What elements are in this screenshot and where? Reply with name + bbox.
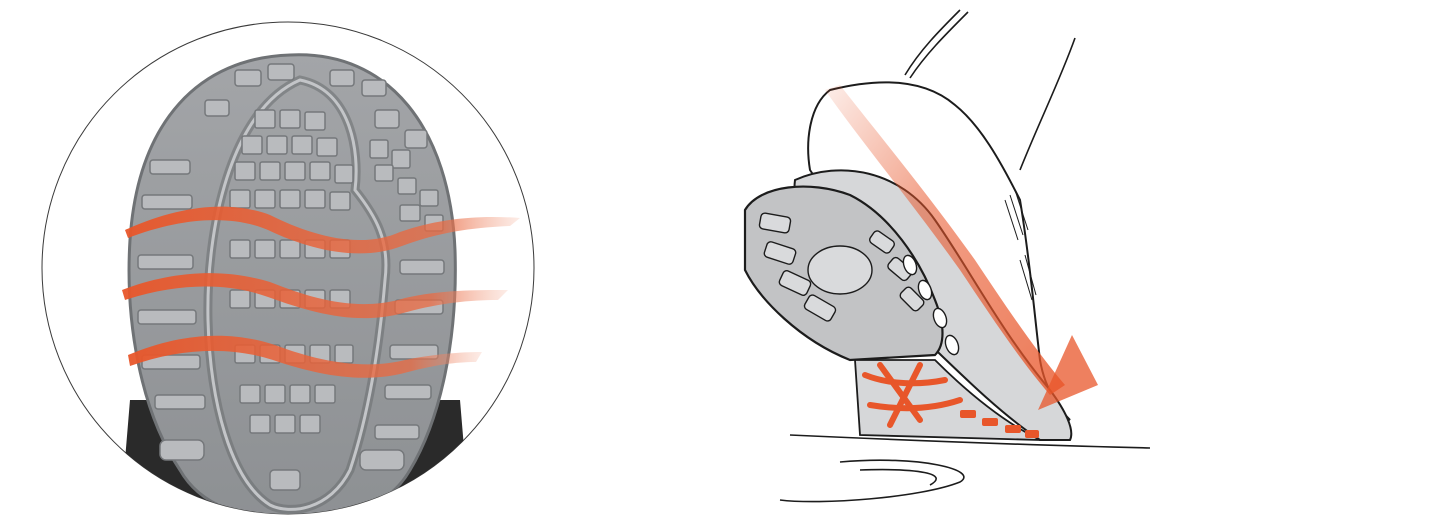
step-sketch-figure <box>720 0 1220 520</box>
sole-closeup-figure <box>30 0 550 520</box>
sole-outline <box>127 53 457 514</box>
forefoot-tread-orange <box>854 359 1041 441</box>
flex-line-3 <box>128 335 482 378</box>
flex-lines <box>122 206 520 378</box>
flex-line-2 <box>122 273 508 319</box>
flex-line-1 <box>125 206 520 254</box>
outsole-lugs <box>758 212 925 322</box>
midsole-side-lugs <box>902 254 960 356</box>
upper-hatching <box>1004 189 1037 301</box>
ground-sketch <box>779 434 1151 503</box>
flex-arrow <box>825 85 1098 410</box>
shoe-sole-tread-icon <box>41 21 535 515</box>
leg-sketch <box>904 9 1076 171</box>
shoe-step-sketch-icon <box>743 9 1151 503</box>
